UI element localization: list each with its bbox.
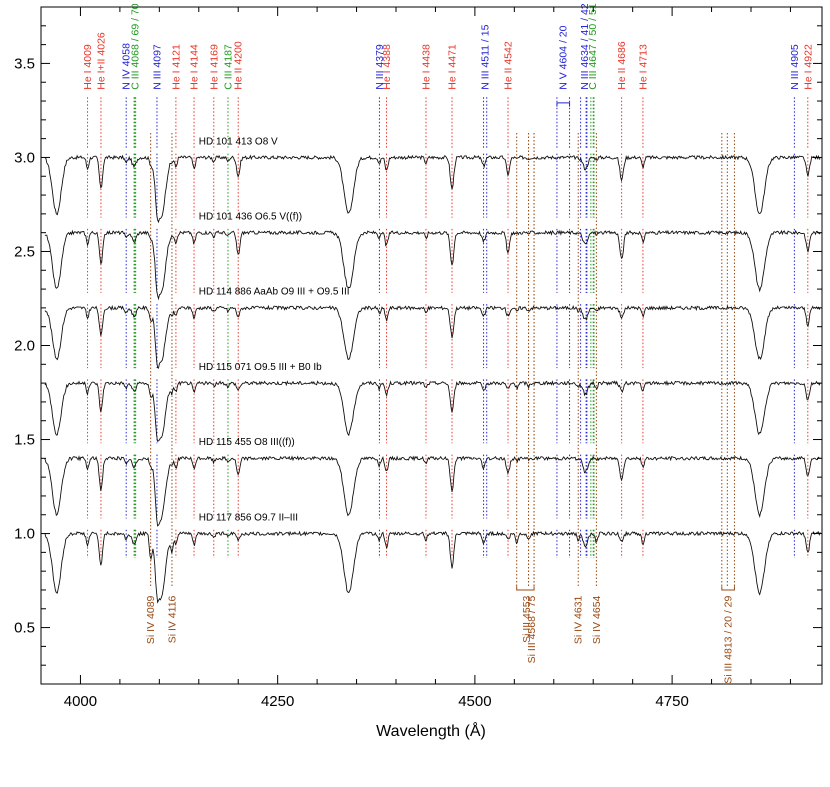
x-tick-label-4750: 4750 <box>655 693 688 710</box>
top-line-label-3: C III 4068 / 69 / 70 <box>129 3 141 90</box>
spectrum-layer <box>44 154 821 604</box>
spectrum-line-0 <box>44 154 821 224</box>
bottom-line-label-0: Si IV 4089 <box>145 595 157 644</box>
plot-frame <box>40 6 823 685</box>
top-line-label-22: He I 4922 <box>802 44 814 90</box>
top-line-label-17: N III 4634 / 41 / 42 <box>579 3 591 90</box>
y-tick-label-3: 3.0 <box>14 149 35 166</box>
top-line-label-0: He I 4009 <box>82 44 94 90</box>
top-line-label-16: N V 4604 / 20 <box>558 25 570 89</box>
y-tick-label-2.5: 2.5 <box>14 243 35 260</box>
top-line-label-12: He I 4438 <box>420 44 432 90</box>
top-line-label-1: He I+II 4026 <box>95 32 107 90</box>
si-iii-4813-bracket <box>721 586 735 591</box>
spectrum-label-3: HD 115 071 O9.5 III + B0 Ib <box>199 362 322 373</box>
y-tick-label-0.5: 0.5 <box>14 620 35 637</box>
spectrum-label-4: HD 115 455 O8 III((f)) <box>199 437 295 448</box>
top-line-label-19: He II 4686 <box>616 41 628 90</box>
top-line-label-11: He I 4388 <box>381 44 393 90</box>
x-tick-label-4000: 4000 <box>64 693 97 710</box>
top-line-label-4: N III 4097 <box>151 44 163 90</box>
top-line-label-10: N III 4379 <box>374 44 386 90</box>
top-line-label-5: He I 4121 <box>170 44 182 90</box>
bottom-line-label-4: Si IV 4631 <box>573 595 585 644</box>
top-line-label-2: N IV 4058 <box>121 43 133 90</box>
top-line-label-15: He II 4542 <box>503 41 515 90</box>
bottom-line-label-1: Si IV 4116 <box>166 595 178 643</box>
line-label-layer: HD 101 413 O8 V HD 101 436 O6.5 V((f)) HD … <box>82 3 814 684</box>
spectrum-line-1 <box>44 229 821 301</box>
top-line-label-9: He II 4200 <box>233 41 245 90</box>
x-tick-label-4250: 4250 <box>261 693 294 710</box>
axis-layer: 4000 4250 4500 4750 0.5 1.0 1.5 2.0 2.5 3.0 3.5 <box>14 6 822 710</box>
spectrum-label-5: HD 117 856 O9.7 II–III <box>199 512 298 523</box>
top-line-label-20: He I 4713 <box>637 44 649 90</box>
spectrum-line-3 <box>44 380 821 443</box>
line-marker-layer <box>87 97 809 591</box>
spectrum-label-2: HD 114 886 AaAb O9 III + O9.5 III <box>199 287 350 298</box>
bottom-line-label-2: Si III 4553 <box>521 595 533 642</box>
top-line-label-18: C III 4647 / 50 / 51 <box>587 3 599 90</box>
bottom-line-label-3: Si III 4568 / 75 <box>526 595 538 663</box>
si-iii-4553-bracket <box>516 586 535 591</box>
bottom-line-label-6: Si III 4813 / 20 / 29 <box>722 595 734 683</box>
bottom-line-label-5: Si IV 4654 <box>591 595 603 644</box>
n-v-4604-bracket <box>556 102 571 107</box>
y-tick-label-2: 2.0 <box>14 338 35 355</box>
spectrum-line-4 <box>44 455 821 527</box>
spectrum-label-0: HD 101 413 O8 V <box>199 136 278 147</box>
top-line-label-7: He I 4169 <box>208 44 220 90</box>
top-line-label-14: N III 4511 / 15 <box>480 24 492 89</box>
top-line-label-6: He I 4144 <box>189 44 201 90</box>
spectrum-line-5 <box>44 530 821 604</box>
y-tick-label-3.5: 3.5 <box>14 55 35 72</box>
top-line-label-13: He I 4471 <box>447 44 459 90</box>
y-tick-label-1: 1.0 <box>14 526 35 543</box>
top-line-label-8: C III 4187 <box>222 44 234 90</box>
spectrum-label-1: HD 101 436 O6.5 V((f)) <box>199 212 302 223</box>
top-line-label-21: N III 4905 <box>789 44 801 90</box>
y-tick-label-1.5: 1.5 <box>14 432 35 449</box>
spectrum-line-2 <box>44 304 821 369</box>
x-tick-label-4500: 4500 <box>458 693 491 710</box>
x-axis-title: Wavelength (Å) <box>376 721 486 740</box>
